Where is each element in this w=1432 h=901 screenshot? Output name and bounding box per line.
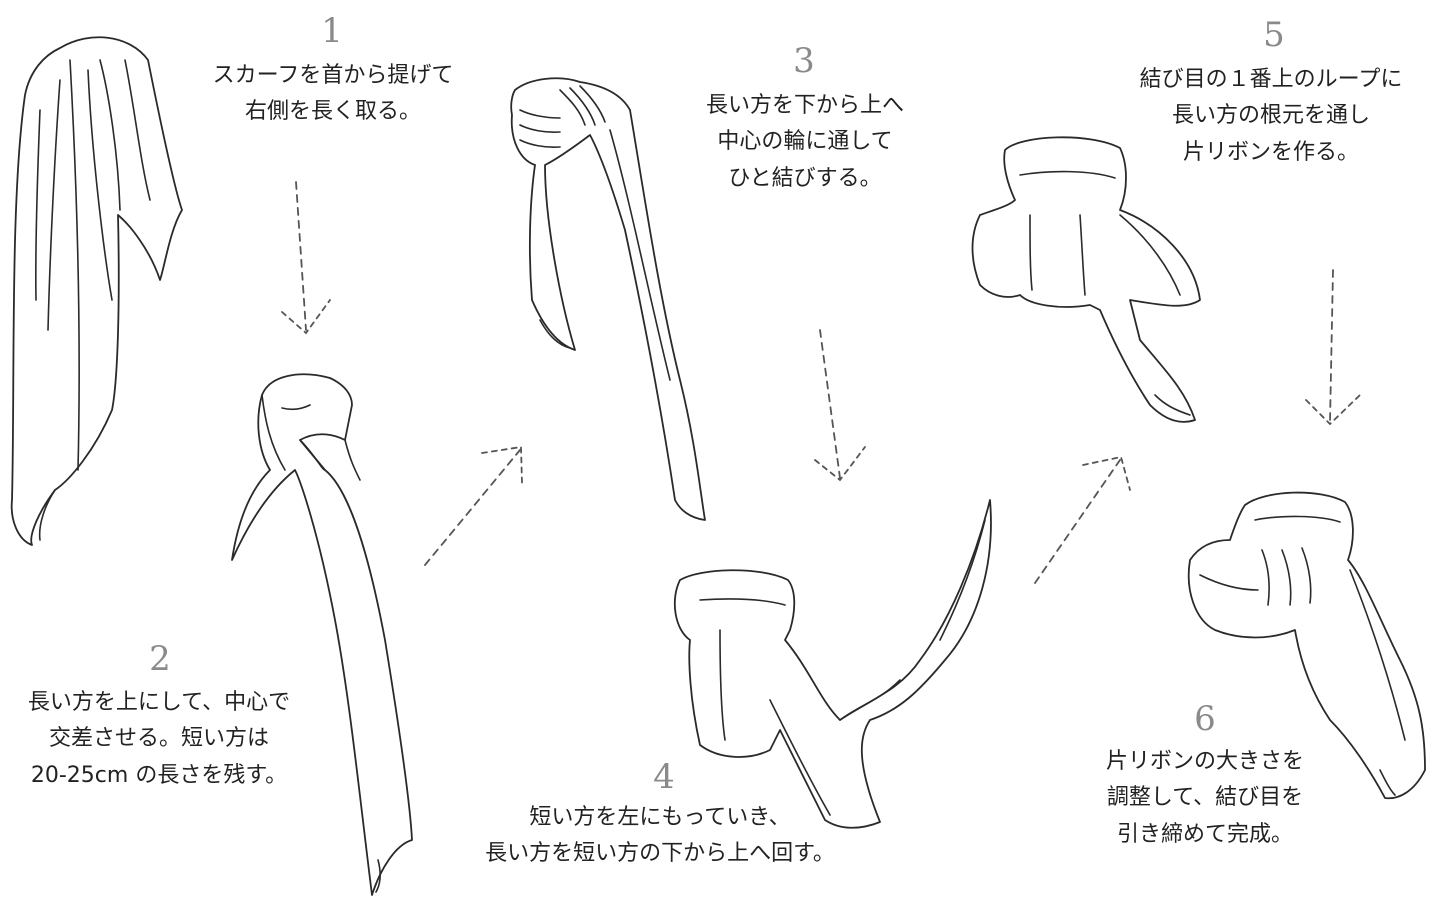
step-2-line-1: 長い方を上にして、中心で [27, 690, 291, 715]
step-6-line-3: 引き締めて完成。 [1116, 821, 1293, 847]
step-3-illustration [510, 77, 706, 521]
step-2-illustration [231, 373, 413, 896]
step-5-illustration [971, 136, 1201, 423]
step-6-line-2: 調整して、結び目を [1106, 785, 1304, 811]
step-6-number: 6 [1194, 699, 1216, 739]
step-3-number: 3 [793, 41, 815, 81]
step-4-text: 短い方を左にもっていき、 長い方を短い方の下から上へ回す。 [440, 800, 880, 873]
step-4-line-2: 長い方を短い方の下から上へ回す。 [485, 841, 835, 867]
step-1-illustration [10, 36, 183, 546]
step-3-line-2: 中心の輪に通して [717, 129, 893, 155]
step-6-illustration [1187, 491, 1426, 800]
step-2-text: 長い方を上にして、中心で 交差させる。短い方は 20-25cm の長さを残す。 [0, 685, 318, 794]
step-2-number: 2 [149, 639, 171, 679]
step-1-line-1: スカーフを首から提げて [212, 63, 454, 88]
step-5-number: 5 [1263, 15, 1285, 55]
arrow-1-to-2 [281, 181, 331, 335]
arrow-4-to-5 [1034, 455, 1131, 584]
step-2-line-2: 交差させる。短い方は [48, 726, 269, 752]
arrow-5-to-6 [1305, 269, 1361, 426]
step-1-number: 1 [321, 11, 343, 51]
step-4-illustration [673, 499, 992, 829]
step-3-line-1: 長い方を下から上へ [705, 93, 904, 118]
step-5-text: 結び目の１番上のループに 長い方の根元を通し 片リボンを作る。 [1110, 62, 1432, 171]
step-5-line-3: 片リボンを作る。 [1182, 139, 1359, 165]
step-6-text: 片リボンの大きさを 調整して、結び目を 引き締めて完成。 [1075, 744, 1335, 853]
step-4-number: 4 [653, 757, 675, 797]
step-4-line-1: 短い方を左にもっていき、 [529, 805, 791, 830]
step-5-line-1: 結び目の１番上のループに [1139, 67, 1403, 92]
step-3-text: 長い方を下から上へ 中心の輪に通して ひと結びする。 [680, 88, 930, 197]
step-1-text: スカーフを首から提げて 右側を長く取る。 [188, 58, 478, 131]
step-2-line-3: 20-25cm の長さを残す。 [30, 762, 288, 788]
step-6-line-1: 片リボンの大きさを [1105, 749, 1304, 774]
step-1-line-2: 右側を長く取る。 [244, 99, 421, 125]
arrow-3-to-4 [814, 329, 866, 482]
step-3-line-3: ひと結びする。 [728, 165, 882, 191]
arrow-2-to-3 [424, 445, 523, 566]
step-5-line-2: 長い方の根元を通し [1171, 103, 1370, 129]
